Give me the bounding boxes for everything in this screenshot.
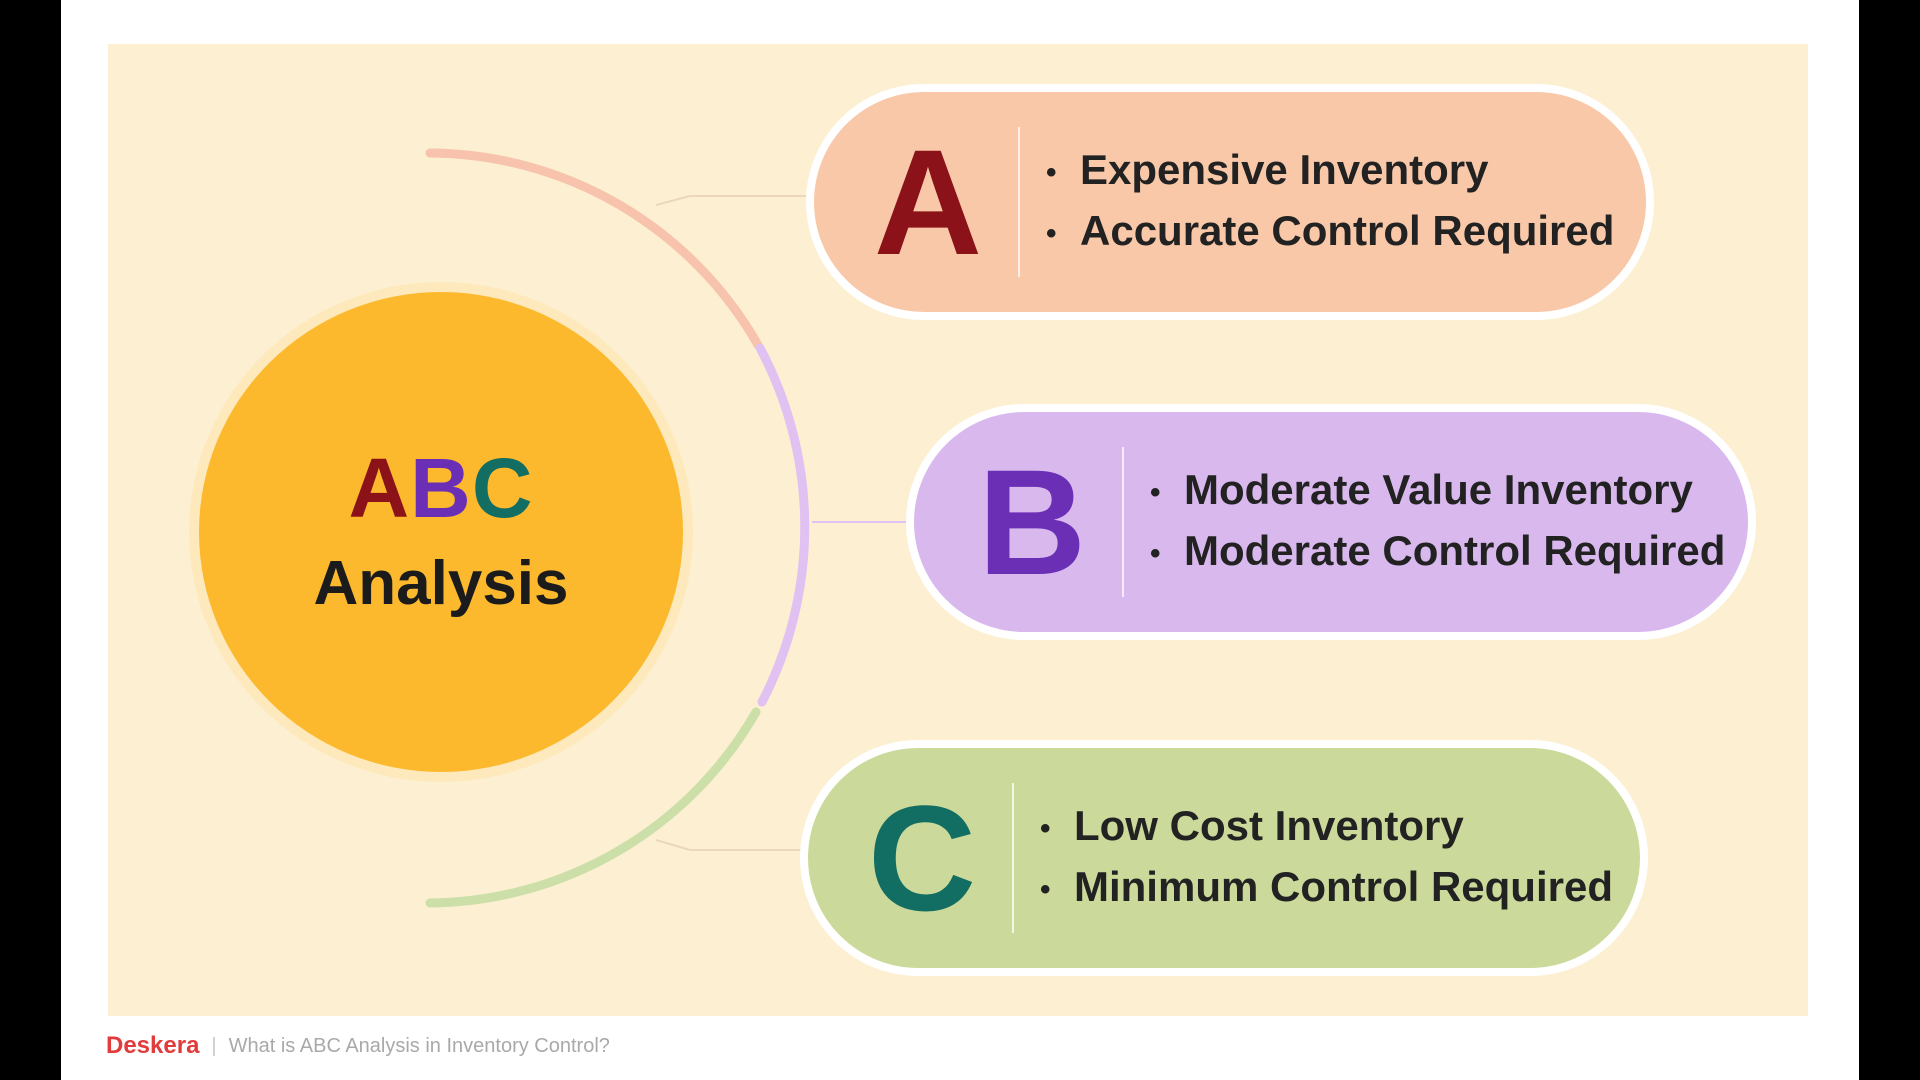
arc-segment-c (425, 707, 761, 908)
category-a-card: A Expensive Inventory Accurate Control R… (806, 84, 1654, 320)
category-b-divider (1122, 447, 1124, 597)
hub-letter-a: A (348, 440, 411, 535)
category-c-letter: C (867, 774, 977, 942)
hub-letter-c: C (471, 440, 534, 535)
category-b-bullet-1: Moderate Value Inventory (1150, 461, 1725, 522)
source-caption: What is ABC Analysis in Inventory Contro… (228, 1034, 610, 1057)
arc-segment-b (755, 343, 810, 707)
category-c-bullet-2: Minimum Control Required (1040, 858, 1613, 919)
hub-title: Analysis (313, 548, 569, 618)
abc-analysis-hub: ABC Analysis (199, 292, 683, 772)
connector-line-a (655, 195, 815, 206)
hub-letter-b: B (410, 440, 472, 535)
brand-logo-text: Deskera (106, 1032, 200, 1059)
connector-line-c (655, 839, 815, 851)
category-c-card: C Low Cost Inventory Minimum Control Req… (800, 740, 1648, 976)
category-b-card: B Moderate Value Inventory Moderate Cont… (906, 404, 1756, 640)
category-a-divider (1018, 127, 1020, 277)
category-b-bullets: Moderate Value Inventory Moderate Contro… (1150, 461, 1725, 583)
category-b-letter: B (977, 438, 1087, 606)
category-a-bullet-1: Expensive Inventory (1046, 141, 1614, 202)
category-a-bullet-2: Accurate Control Required (1046, 202, 1614, 263)
category-c-divider (1012, 783, 1014, 933)
category-a-letter: A (873, 118, 983, 286)
footer-separator: | (211, 1034, 217, 1057)
category-a-bullets: Expensive Inventory Accurate Control Req… (1046, 141, 1614, 263)
source-footer: Deskera | What is ABC Analysis in Invent… (106, 1032, 610, 1060)
arc-segment-a (425, 148, 763, 350)
category-c-bullets: Low Cost Inventory Minimum Control Requi… (1040, 797, 1613, 919)
hub-abc-letters: ABC (348, 446, 533, 530)
category-b-bullet-2: Moderate Control Required (1150, 522, 1725, 583)
category-c-bullet-1: Low Cost Inventory (1040, 797, 1613, 858)
